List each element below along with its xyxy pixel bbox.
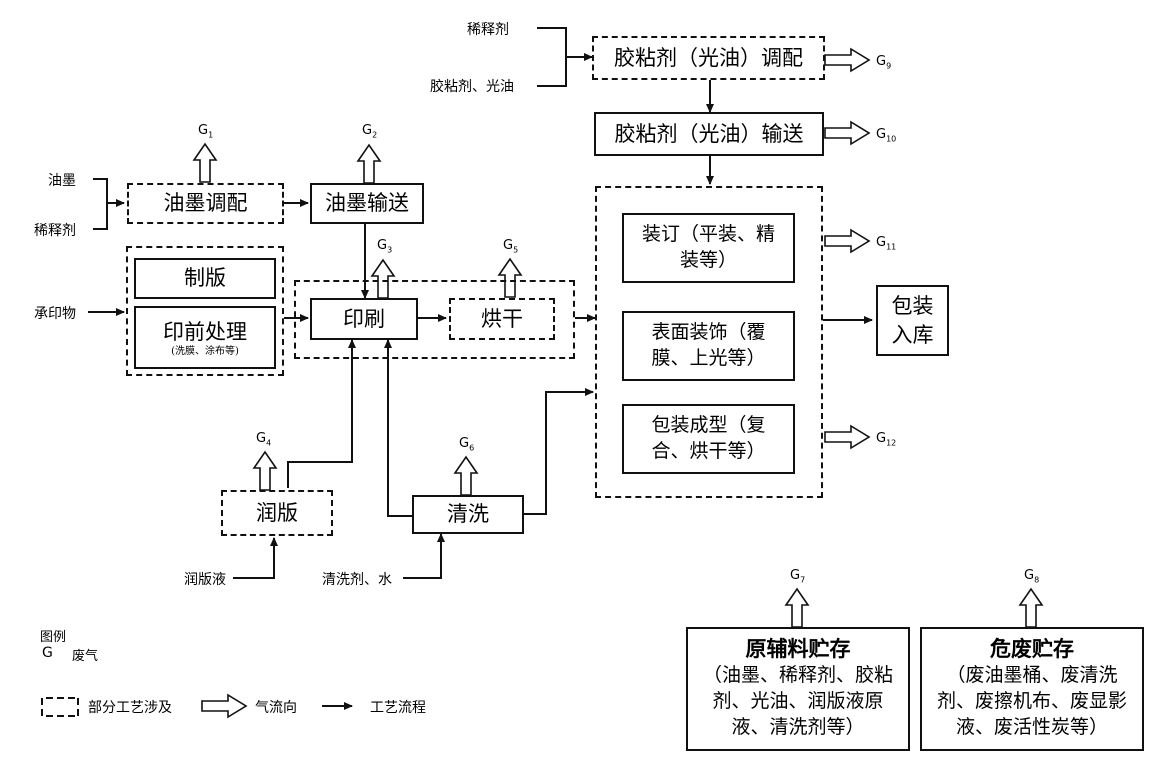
raw-material-storage-box: 原辅料贮存 （油墨、稀释剂、胶粘剂、光油、润版液原液、清洗剂等）: [686, 627, 910, 751]
prepress-label: 印前处理: [163, 319, 247, 344]
gasflow-arrow-g4: [253, 451, 277, 491]
gasflow-arrow-g10: [824, 121, 870, 145]
gasflow-arrow-g2: [357, 144, 381, 184]
cleaning-box: 清洗: [412, 495, 524, 534]
emission-g10: G10: [876, 127, 897, 144]
emission-g4: G4: [256, 431, 272, 448]
legend-title: 图例: [40, 630, 67, 645]
arrow-cleaner-to-cleaning: [403, 533, 445, 579]
emission-g11: G11: [876, 235, 897, 252]
dampening-box: 润版: [221, 490, 333, 536]
connector-adhesive-input: [537, 57, 567, 87]
input-adhesive-varnish: 胶粘剂、光油: [430, 79, 514, 95]
gasflow-arrow-g8: [1019, 588, 1043, 628]
emission-g5: G5: [503, 238, 519, 255]
binding-box: 装订（平装、精装等）: [622, 213, 795, 283]
finishing-group-frame: [595, 186, 823, 498]
emission-g6: G6: [459, 436, 475, 453]
arrow-cleaning-to-finishing: [524, 388, 594, 515]
emission-g7: G7: [790, 568, 806, 585]
legend-g-meaning: 废气: [72, 649, 99, 664]
hazardous-storage-contents: （废油墨桶、废清洗剂、废擦机布、废显影液、废活性炭等）: [936, 664, 1127, 738]
plate-making-box: 制版: [134, 258, 276, 299]
emission-g3: G3: [377, 238, 393, 255]
emission-g12: G12: [876, 431, 897, 448]
legend-dashed-meaning: 部分工艺涉及: [88, 700, 172, 716]
gasflow-arrow-g1: [193, 143, 217, 183]
packaging-forming-box: 包装成型（复合、烘干等）: [622, 404, 795, 474]
arrow-cleaning-to-printing: [384, 339, 412, 517]
ink-transport-box: 油墨输送: [310, 183, 424, 224]
printing-box: 印刷: [310, 298, 418, 340]
adhesive-transport-box: 胶粘剂（光油）输送: [594, 112, 824, 156]
input-ink: 油墨: [48, 173, 76, 189]
input-diluent-top: 稀释剂: [467, 22, 509, 38]
legend-gasflow-meaning: 气流向: [255, 700, 297, 716]
drying-box: 烘干: [449, 298, 555, 340]
legend-g-letter: G: [42, 645, 53, 661]
legend-process-meaning: 工艺流程: [370, 700, 426, 716]
gasflow-arrow-g12: [824, 425, 870, 449]
pack-store-box: 包装入库: [876, 285, 949, 356]
gasflow-arrow-g11: [824, 229, 870, 253]
input-fountain-solution: 润版液: [184, 572, 226, 588]
emission-g8: G8: [1024, 568, 1040, 585]
printing-group-frame: [294, 280, 575, 359]
connector-diluent-left: [93, 203, 108, 230]
emission-g9: G9: [876, 54, 892, 71]
prepress-box: 印前处理 (洗膜、涂布等): [134, 306, 276, 369]
raw-storage-contents: （油墨、稀释剂、胶粘剂、光油、润版液原液、清洗剂等）: [702, 664, 893, 738]
gasflow-arrow-g7: [785, 588, 809, 628]
surface-finishing-box: 表面装饰（覆膜、上光等）: [622, 311, 795, 381]
gasflow-arrow-g6: [454, 456, 478, 496]
adhesive-mixing-box: 胶粘剂（光油）调配: [592, 36, 825, 80]
connector-diluent-top: [537, 27, 567, 57]
gasflow-arrow-g9: [824, 48, 870, 72]
input-cleaner-water: 清洗剂、水: [322, 572, 392, 588]
emission-g2: G2: [362, 123, 378, 140]
prepress-group-frame: [126, 246, 284, 376]
raw-storage-title: 原辅料贮存: [745, 636, 851, 661]
legend-hollow-arrow: [201, 694, 247, 718]
ink-mixing-box: 油墨调配: [127, 183, 284, 224]
input-substrate: 承印物: [34, 306, 76, 322]
arrow-fountain-to-dampening: [233, 537, 278, 579]
prepress-note: (洗膜、涂布等): [171, 346, 239, 358]
legend-dashed-swatch: [41, 697, 79, 717]
hazardous-waste-storage-box: 危废贮存 （废油墨桶、废清洗剂、废擦机布、废显影液、废活性炭等）: [920, 627, 1144, 751]
input-diluent-left: 稀释剂: [34, 223, 76, 239]
hazardous-storage-title: 危废贮存: [990, 636, 1074, 661]
connector-ink-input: [93, 178, 108, 203]
emission-g1: G1: [198, 123, 214, 140]
arrow-dampening-to-printing: [287, 339, 356, 488]
